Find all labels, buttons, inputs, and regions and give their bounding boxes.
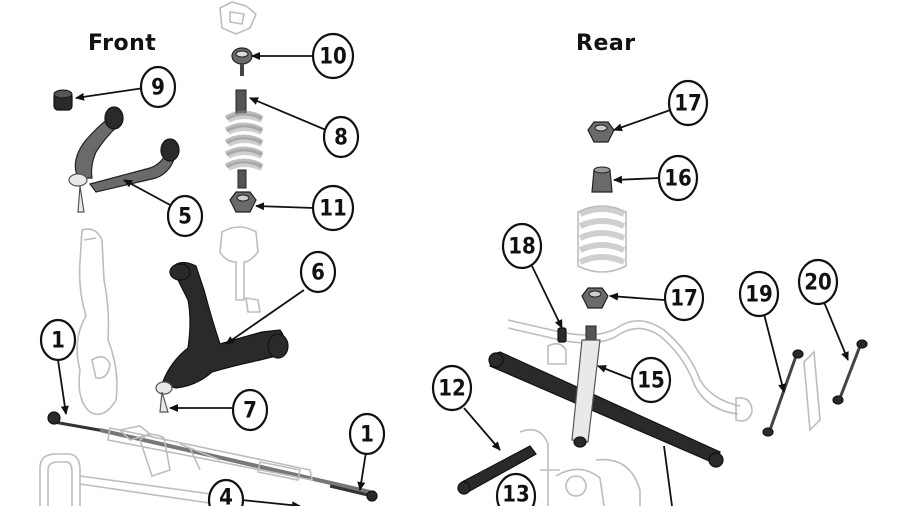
- leader-lines: [57, 52, 849, 506]
- callout-18: 18: [501, 222, 543, 270]
- rear-coil-spring: [577, 205, 627, 273]
- callout-20-number: 20: [804, 271, 832, 296]
- callout-17-lower-number: 17: [670, 287, 698, 312]
- track-bar: [488, 351, 724, 468]
- rear-axle-housing: [519, 428, 641, 506]
- rear-sway-bar: [507, 319, 753, 422]
- callout-17-lower: 17: [663, 274, 705, 322]
- callout-1-right: 1: [348, 412, 386, 456]
- callout-13-number: 13: [502, 483, 530, 506]
- lower-control-arm: [155, 261, 289, 413]
- callout-15-number: 15: [637, 369, 665, 394]
- callout-17-upper-number: 17: [674, 92, 702, 117]
- callout-1-left: 1: [39, 318, 77, 362]
- callout-6-number: 6: [311, 261, 325, 286]
- sway-bar-links: [762, 339, 868, 437]
- jounce-bumper-part-16: [591, 166, 613, 193]
- callout-10: 10: [311, 32, 355, 80]
- spring-isolator-part-11: [229, 191, 257, 213]
- steering-rack: [47, 411, 378, 502]
- callout-17-upper: 17: [667, 79, 709, 127]
- callout-1-left-number: 1: [51, 329, 65, 354]
- callout-12: 12: [431, 364, 473, 412]
- callout-11: 11: [311, 184, 355, 232]
- bushing-part-9: [53, 89, 73, 111]
- callout-10-number: 10: [319, 45, 347, 70]
- callout-6: 6: [299, 250, 337, 294]
- upper-control-arm: [68, 106, 180, 213]
- callout-7: 7: [231, 388, 269, 432]
- callout-16: 16: [657, 154, 699, 202]
- rear-shock-absorber: [571, 325, 601, 448]
- rear-lower-control-arm: [457, 445, 537, 495]
- callout-7-number: 7: [243, 399, 257, 424]
- callout-16-number: 16: [664, 167, 692, 192]
- callout-8-number: 8: [334, 126, 348, 151]
- callout-4-number: 4: [219, 486, 233, 506]
- callout-12-number: 12: [438, 377, 466, 402]
- callout-8: 8: [322, 115, 360, 159]
- rear-heading: Rear: [576, 31, 636, 56]
- callout-4: 4: [207, 478, 245, 506]
- callout-11-number: 11: [319, 197, 347, 222]
- callout-15: 15: [630, 356, 672, 404]
- callout-9: 9: [139, 65, 177, 109]
- coil-spring-strut: [224, 89, 264, 189]
- spring-isolator-part-17-upper: [587, 121, 615, 143]
- callout-13: 13: [495, 472, 537, 506]
- callout-19-number: 19: [745, 283, 773, 308]
- callout-1-right-number: 1: [360, 423, 374, 448]
- spring-isolator-part-17-lower: [581, 287, 609, 309]
- spring-seat-part-10: [231, 47, 253, 76]
- callout-5: 5: [166, 194, 204, 238]
- callout-19: 19: [738, 270, 780, 318]
- callout-18-number: 18: [508, 235, 536, 260]
- callout-9-number: 9: [151, 76, 165, 101]
- callout-5-number: 5: [178, 205, 192, 230]
- callout-20: 20: [797, 258, 839, 306]
- front-heading: Front: [88, 31, 156, 56]
